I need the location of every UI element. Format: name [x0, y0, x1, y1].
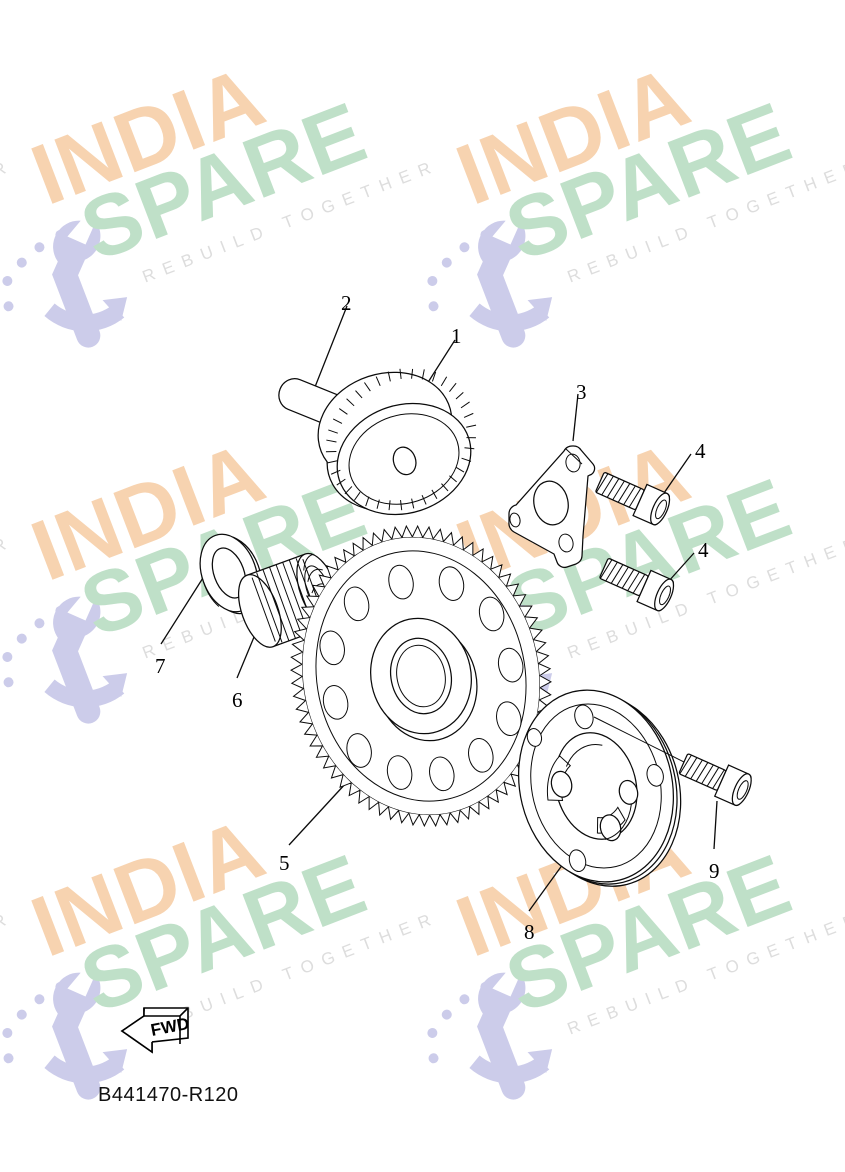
callout-3: 3 [576, 380, 587, 404]
part-starter-clutch-assembly [517, 689, 691, 887]
idle-gear-teeth [325, 368, 477, 511]
callout-4-lower: 4 [698, 538, 709, 562]
part-starter-idle-gear [317, 368, 477, 516]
part-support-plate-bolt-upper [595, 472, 671, 526]
part-gear-support-plate [508, 445, 596, 568]
callout-6: 6 [232, 688, 243, 712]
fwd-orientation-marker: FWD [118, 1004, 202, 1058]
part-support-plate-bolt-lower [599, 558, 675, 612]
callout-2: 2 [341, 291, 352, 315]
part-code-label: B441470-R120 [98, 1084, 239, 1106]
part-starter-clutch-bolt [678, 753, 752, 807]
callout-1: 1 [451, 324, 462, 348]
callout-9: 9 [709, 859, 720, 883]
callout-4-upper: 4 [695, 439, 706, 463]
callout-8: 8 [524, 920, 535, 944]
callout-7: 7 [155, 654, 166, 678]
callout-5: 5 [279, 851, 290, 875]
